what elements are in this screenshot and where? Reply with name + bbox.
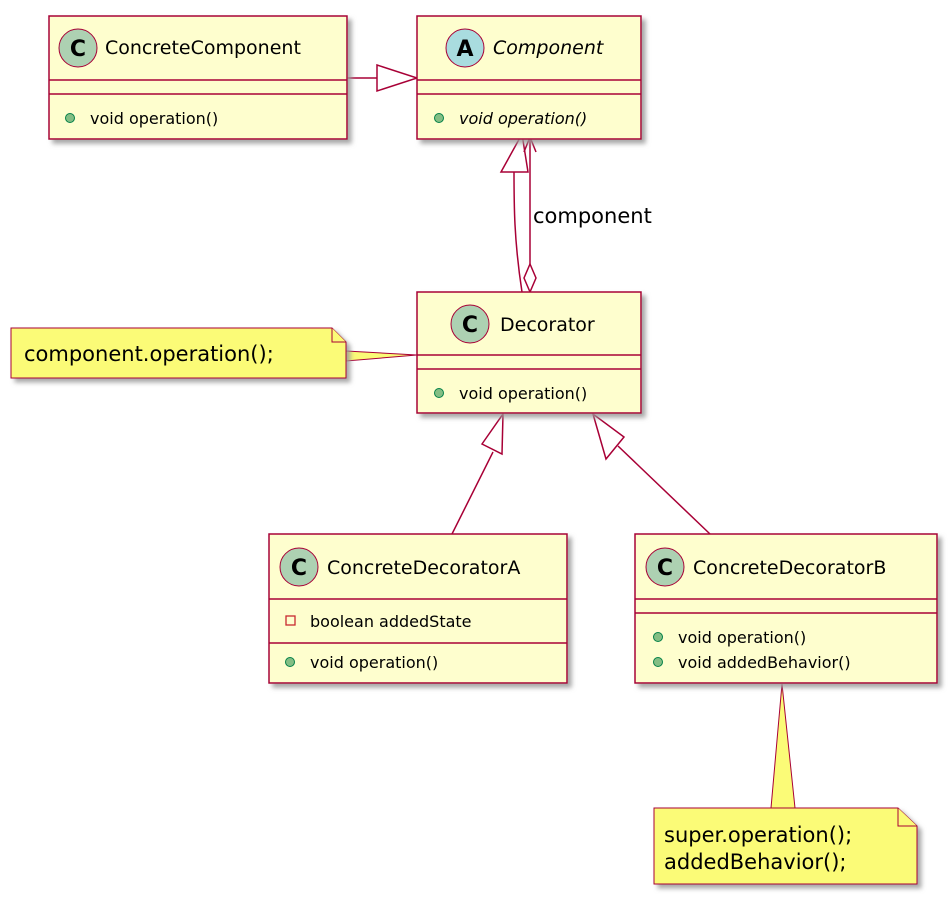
- public-marker-icon: [434, 113, 444, 123]
- note-concretedecoratorb[interactable]: super.operation(); addedBehavior();: [653, 807, 918, 885]
- inheritance-decoratora-decorator: [451, 411, 504, 535]
- svg-text:C: C: [70, 37, 86, 62]
- method-label: void operation(): [310, 653, 438, 672]
- svg-text:C: C: [657, 556, 673, 581]
- class-component[interactable]: A Component void operation(): [416, 15, 642, 140]
- class-stereotype-icon: C: [279, 547, 319, 587]
- aggregation-decorator-component: component: [523, 134, 652, 294]
- class-name: ConcreteComponent: [105, 37, 301, 59]
- method-label: void operation(): [459, 384, 587, 403]
- inheritance-concretecomponent-component: [347, 63, 420, 93]
- class-decorator[interactable]: C Decorator void operation(): [416, 291, 642, 414]
- class-concretecomponent[interactable]: C ConcreteComponent void operation(): [48, 15, 348, 140]
- note-text-line: addedBehavior();: [664, 850, 847, 874]
- class-stereotype-icon: C: [645, 547, 685, 587]
- class-name: ConcreteDecoratorA: [327, 557, 520, 579]
- class-name: Decorator: [500, 314, 595, 336]
- method-label: void operation(): [459, 109, 587, 128]
- aggregation-label: component: [533, 204, 652, 228]
- class-stereotype-icon: C: [450, 304, 490, 344]
- public-marker-icon: [653, 632, 663, 642]
- class-concretedecoratora[interactable]: C ConcreteDecoratorA boolean addedState …: [268, 533, 568, 684]
- class-stereotype-icon: C: [58, 28, 98, 68]
- method-label: void operation(): [678, 628, 806, 647]
- class-name: Component: [493, 37, 605, 59]
- private-marker-icon: [285, 615, 296, 626]
- note-connector-decoratorb: [770, 683, 796, 809]
- svg-text:C: C: [291, 556, 307, 581]
- inheritance-decoratorb-decorator: [591, 412, 711, 535]
- public-marker-icon: [65, 113, 75, 123]
- svg-text:A: A: [456, 37, 473, 62]
- public-marker-icon: [653, 657, 663, 667]
- note-decorator[interactable]: component.operation();: [10, 327, 347, 379]
- method-label: void addedBehavior(): [678, 653, 851, 672]
- svg-text:C: C: [462, 313, 478, 338]
- note-connector-decorator: [345, 350, 418, 362]
- public-marker-icon: [285, 657, 295, 667]
- inheritance-decorator-component: [499, 131, 529, 293]
- method-label: void operation(): [90, 109, 218, 128]
- note-text-line: super.operation();: [664, 823, 852, 847]
- class-concretedecoratorb[interactable]: C ConcreteDecoratorB void operation() vo…: [634, 533, 938, 684]
- note-text: component.operation();: [24, 342, 274, 366]
- field-label: boolean addedState: [310, 612, 472, 631]
- abstract-stereotype-icon: A: [445, 28, 485, 68]
- class-name: ConcreteDecoratorB: [693, 557, 886, 579]
- public-marker-icon: [434, 388, 444, 398]
